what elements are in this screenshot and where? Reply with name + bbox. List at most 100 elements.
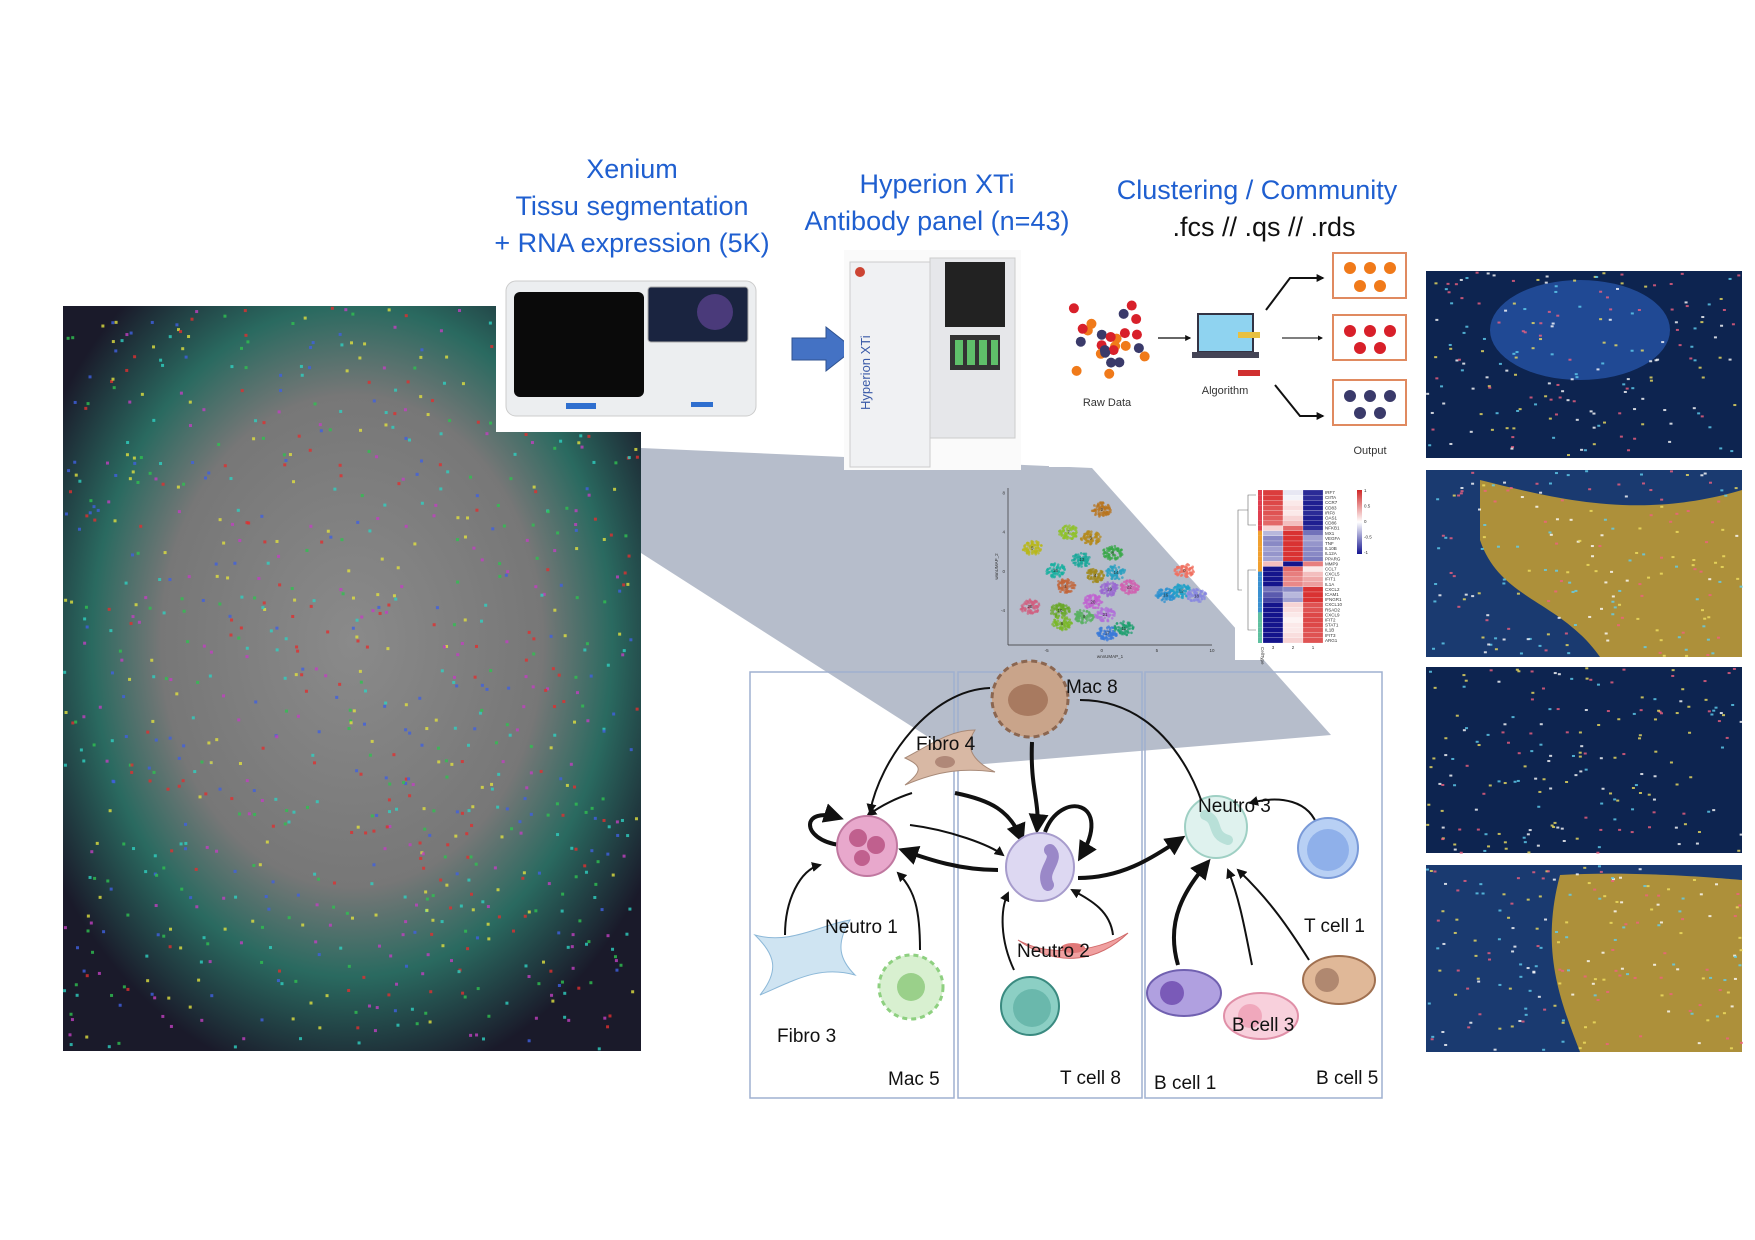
image-speck: [1529, 396, 1533, 399]
tissue-speck: [546, 510, 550, 514]
heatmap-cell: [1282, 627, 1304, 633]
image-speck: [1589, 410, 1593, 413]
umap-point: [1069, 621, 1073, 625]
tissue-speck: [218, 787, 222, 791]
tissue-speck: [206, 942, 210, 946]
tissue-speck: [222, 694, 226, 698]
image-speck: [1617, 483, 1621, 486]
umap-point: [1085, 564, 1088, 568]
tissue-speck: [464, 929, 468, 933]
heatmap-cell: [1302, 535, 1324, 542]
tissue-speck: [229, 633, 233, 637]
image-speck: [1537, 805, 1541, 808]
tissue-speck: [473, 727, 477, 731]
image-speck: [1695, 842, 1699, 845]
umap-point: [1107, 547, 1110, 551]
image-speck: [1547, 310, 1551, 313]
heatmap-cell: [1302, 632, 1324, 638]
image-speck: [1453, 931, 1457, 934]
tissue-speck: [156, 933, 160, 937]
tissue-speck: [120, 658, 124, 662]
image-speck: [1661, 341, 1665, 344]
heatmap-annotation: [1258, 515, 1262, 521]
image-speck: [1626, 973, 1630, 976]
image-speck: [1497, 938, 1501, 941]
tissue-speck: [371, 609, 375, 613]
tissue-speck: [502, 524, 506, 528]
umap-y-tick: 8: [1002, 490, 1005, 495]
image-speck: [1565, 644, 1569, 647]
tissue-speck: [404, 777, 408, 781]
image-speck: [1530, 750, 1534, 753]
tissue-speck: [524, 433, 528, 437]
image-speck: [1620, 967, 1624, 970]
image-speck: [1539, 723, 1543, 726]
umap-point: [1037, 602, 1041, 605]
umap-point: [1112, 553, 1116, 557]
tissue-speck: [261, 436, 265, 440]
image-speck: [1599, 757, 1603, 760]
tissue-speck: [565, 783, 569, 787]
tissue-speck: [197, 978, 201, 982]
tissue-speck: [85, 1035, 89, 1039]
image-speck: [1530, 698, 1534, 701]
image-speck: [1733, 955, 1737, 958]
image-speck: [1462, 729, 1466, 732]
umap-point: [1057, 587, 1061, 591]
tissue-speck: [579, 434, 583, 438]
tissue-speck: [112, 386, 116, 390]
image-speck: [1720, 489, 1724, 492]
image-speck: [1441, 642, 1445, 645]
tissue-speck: [309, 604, 313, 608]
umap-point: [1080, 621, 1084, 625]
tissue-speck: [226, 576, 230, 580]
image-speck: [1675, 712, 1679, 715]
image-speck: [1572, 400, 1576, 403]
image-speck: [1738, 904, 1742, 907]
image-speck: [1464, 593, 1468, 596]
heatmap-cell: [1302, 489, 1324, 496]
tissue-speck: [148, 471, 152, 475]
image-speck: [1726, 991, 1730, 994]
community-box-3: [1144, 671, 1383, 1099]
image-speck: [1524, 1007, 1528, 1010]
tissue-speck: [570, 945, 574, 949]
umap-point: [1032, 605, 1036, 609]
umap-point: [1097, 533, 1101, 536]
image-speck: [1574, 589, 1578, 592]
umap-point: [1102, 636, 1106, 640]
image-speck: [1601, 951, 1605, 954]
umap-point: [1050, 563, 1054, 566]
tissue-speck: [345, 911, 349, 915]
tissue-speck: [384, 776, 388, 780]
tissue-speck: [222, 541, 226, 545]
image-speck: [1516, 877, 1520, 880]
tissue-speck: [358, 669, 362, 673]
image-speck: [1427, 1002, 1431, 1005]
tissue-speck: [184, 822, 188, 826]
image-speck: [1618, 603, 1622, 606]
tissue-speck: [424, 890, 428, 894]
tissue-speck: [283, 463, 287, 467]
tissue-speck: [479, 619, 483, 623]
heatmap-cell: [1282, 545, 1304, 552]
heatmap-cell: [1262, 576, 1284, 582]
image-speck: [1701, 977, 1705, 980]
umap-point: [1060, 532, 1063, 535]
heatmap: IRF7CIITACCR7CD83IRF8OAS1CD86NFKB1MX1VEG…: [1235, 485, 1372, 665]
image-speck: [1720, 565, 1724, 568]
image-speck: [1638, 583, 1642, 586]
umap-point: [1086, 594, 1089, 598]
image-speck: [1613, 818, 1617, 821]
umap-point: [1061, 626, 1065, 629]
tissue-speck: [458, 968, 462, 972]
image-speck: [1618, 589, 1622, 592]
image-speck: [1550, 325, 1554, 328]
tissue-speck: [393, 1009, 397, 1013]
tissue-speck: [621, 653, 625, 657]
umap-point: [1198, 592, 1202, 596]
umap-point: [1025, 599, 1028, 603]
tissue-speck: [446, 470, 450, 474]
tissue-speck: [372, 399, 376, 403]
heatmap-annotation: [1258, 637, 1262, 643]
